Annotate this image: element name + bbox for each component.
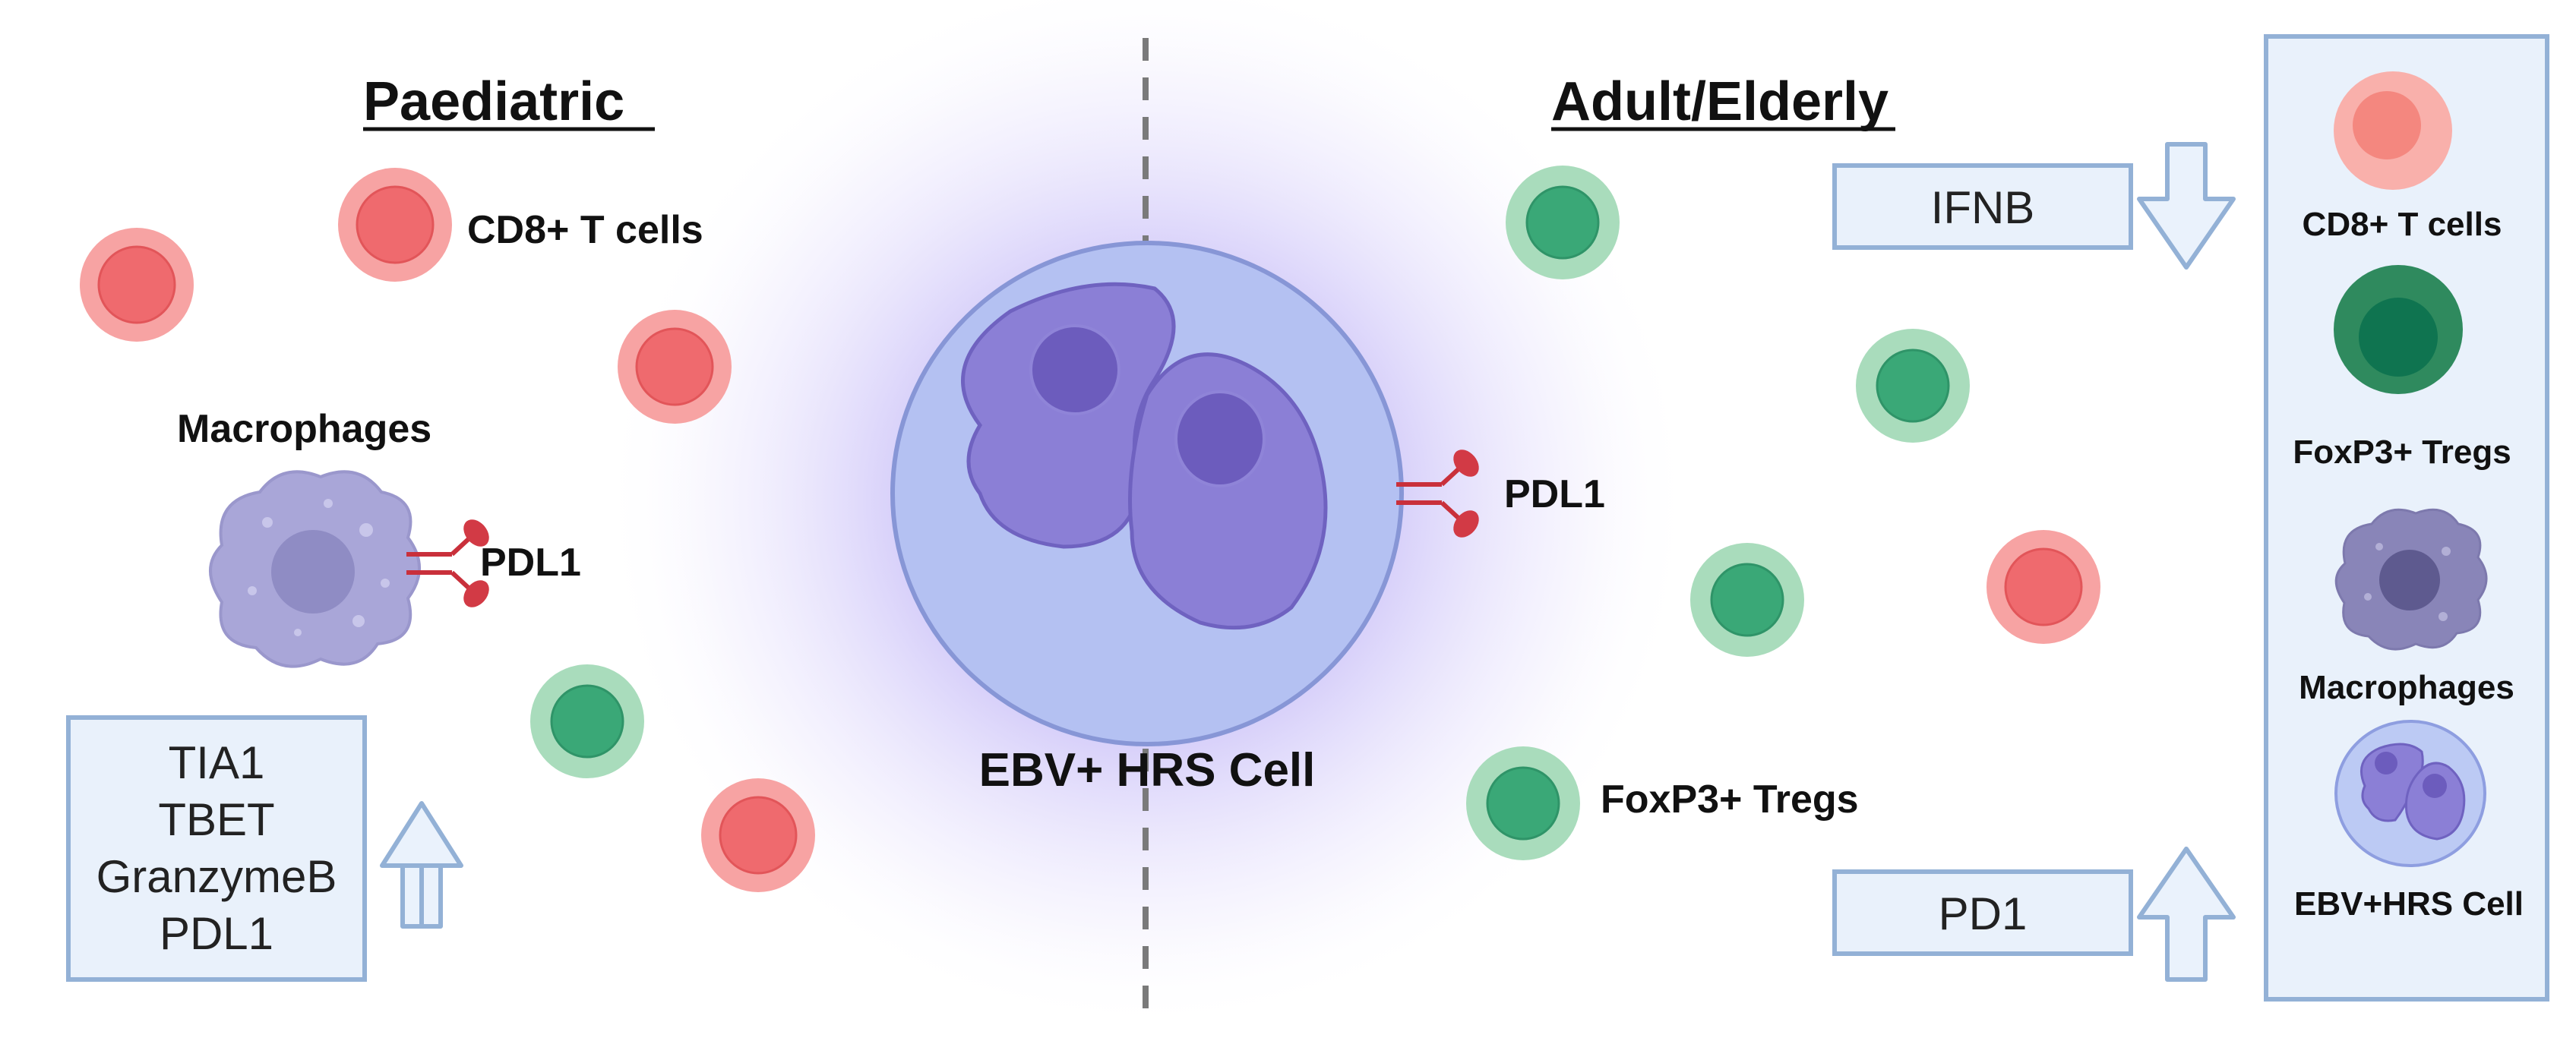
label-pdl1-center: PDL1 <box>1504 472 1605 516</box>
cd8-t-cell-icon <box>700 777 817 894</box>
pd1-label: PD1 <box>1939 888 2028 939</box>
legend-cd8-icon <box>2334 71 2452 190</box>
label-foxp3-tregs-right: FoxP3+ Tregs <box>1601 778 1859 822</box>
label-cd8-t-cells-left: CD8+ T cells <box>467 208 703 252</box>
down-arrow-icon <box>2137 142 2236 270</box>
foxp3-treg-icon <box>1465 745 1582 862</box>
ifnb-box <box>1832 163 2133 250</box>
left-marker-box <box>66 715 367 982</box>
label-macrophages-left: Macrophages <box>177 407 431 451</box>
legend-label-cd8: CD8+ T cells <box>2303 206 2502 243</box>
ifnb-label: IFNB <box>1931 182 2035 233</box>
foxp3-treg-icon <box>1504 164 1621 281</box>
cd8-t-cell-icon <box>337 166 454 283</box>
heading-paediatric: Paediatric <box>363 71 624 132</box>
legend-label-macrophages: Macrophages <box>2299 669 2514 706</box>
cd8-t-cell-icon <box>78 226 195 343</box>
pd1-box <box>1832 869 2133 956</box>
macrophage-icon <box>209 470 421 668</box>
legend-treg-icon <box>2334 265 2463 394</box>
marker-granzymeb: GranzymeB <box>96 851 337 902</box>
heading-adult-elderly: Adult/Elderly <box>1551 71 1889 132</box>
marker-tbet: TBET <box>158 794 274 845</box>
foxp3-treg-icon <box>1689 541 1806 658</box>
label-hrs-cell: EBV+ HRS Cell <box>979 744 1316 797</box>
foxp3-treg-icon <box>529 663 646 780</box>
up-arrow-icon <box>2137 847 2236 982</box>
cd8-t-cell-icon <box>1985 528 2102 645</box>
label-pdl1-left: PDL1 <box>480 541 581 585</box>
hrs-cell-icon <box>890 241 1404 746</box>
legend-label-hrs: EBV+HRS Cell <box>2294 885 2524 923</box>
legend-macrophage-icon <box>2334 508 2488 651</box>
legend-label-treg: FoxP3+ Tregs <box>2293 434 2511 471</box>
cd8-t-cell-icon <box>616 308 733 425</box>
marker-tia1: TIA1 <box>169 737 265 788</box>
marker-pdl1: PDL1 <box>160 908 273 959</box>
foxp3-treg-icon <box>1854 327 1971 444</box>
legend-hrs-icon <box>2334 720 2486 867</box>
up-arrow-icon <box>380 801 463 929</box>
